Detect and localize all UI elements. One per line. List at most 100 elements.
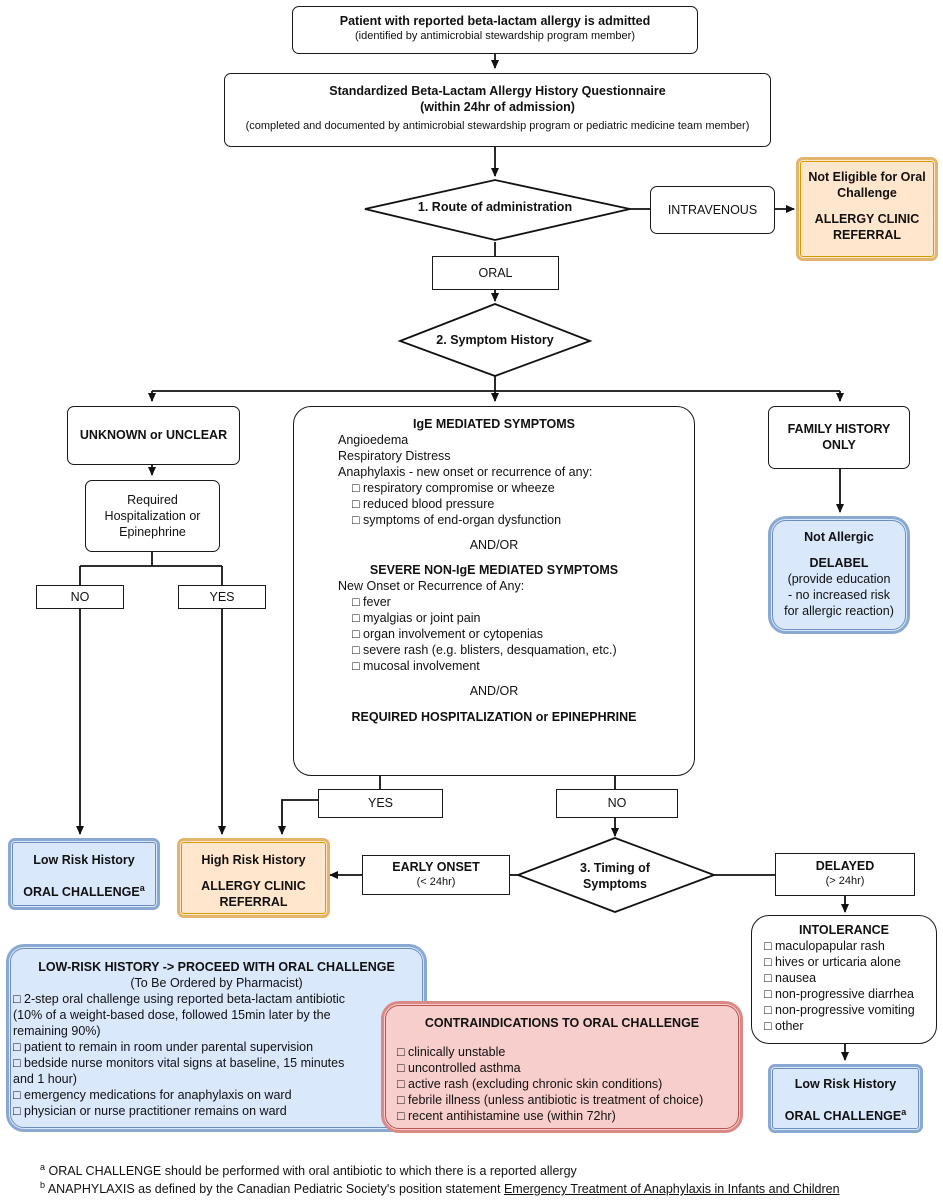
intravenous-label: INTRAVENOUS <box>667 203 758 217</box>
not-eligible-line4: REFERRAL <box>832 228 902 242</box>
ige-item-angioedema: Angioedema <box>338 433 409 447</box>
unknown-yes-label: YES <box>209 590 235 604</box>
intolerance-item: □ hives or urticaria alone <box>764 955 901 969</box>
severe-item: □ myalgias or joint pain <box>352 611 481 625</box>
intravenous-box: INTRAVENOUS <box>650 186 775 234</box>
proceed-line: remaining 90%) <box>13 1024 101 1038</box>
severe-item: □ organ involvement or cytopenias <box>352 627 543 641</box>
family-line2: ONLY <box>822 438 856 452</box>
not-eligible-line1: Not Eligible for Oral <box>808 170 926 184</box>
contraindication-item: □ clinically unstable <box>397 1045 506 1059</box>
footnote-b-mark: b <box>40 1180 46 1190</box>
contraindication-item: □ active rash (excluding chronic skin co… <box>397 1077 663 1091</box>
footnote-b: b ANAPHYLAXIS as defined by the Canadian… <box>40 1180 840 1196</box>
unknown-no-label: NO <box>70 590 90 604</box>
contraindication-item: □ recent antihistamine use (within 72hr) <box>397 1109 616 1123</box>
severe-item: □ fever <box>352 595 391 609</box>
early-onset-box: EARLY ONSET (< 24hr) <box>362 855 510 895</box>
proceed-line: and 1 hour) <box>13 1072 77 1086</box>
contraindication-item: □ uncontrolled asthma <box>397 1061 521 1075</box>
admit-subtitle: (identified by antimicrobial stewardship… <box>354 30 635 42</box>
early-onset-sub: (< 24hr) <box>416 876 456 888</box>
intolerance-item: □ other <box>764 1019 804 1033</box>
proceed-subtitle: (To Be Ordered by Pharmacist) <box>130 976 303 990</box>
admit-title: Patient with reported beta-lactam allerg… <box>339 14 651 28</box>
footnote-a: a ORAL CHALLENGE should be performed wit… <box>40 1162 577 1178</box>
not-eligible-line2: Challenge <box>837 186 897 200</box>
severe-item: □ severe rash (e.g. blisters, desquamati… <box>352 643 617 657</box>
severe-item: □ mucosal involvement <box>352 659 480 673</box>
oral-label: ORAL <box>478 266 513 280</box>
timing-label1: 3. Timing of <box>580 861 650 875</box>
low-risk-right-box: Low Risk History ORAL CHALLENGEa <box>768 1064 923 1133</box>
proceed-line: □ 2-step oral challenge using reported b… <box>13 992 346 1006</box>
intolerance-item: □ non-progressive diarrhea <box>764 987 914 1001</box>
questionnaire-box: Standardized Beta-Lactam Allergy History… <box>224 73 771 147</box>
delayed-box: DELAYED (> 24hr) <box>775 853 915 896</box>
ige-andor: AND/OR <box>469 538 519 552</box>
required-hosp-line1: Required <box>127 493 178 507</box>
ige-box: IgE MEDIATED SYMPTOMS Angioedema Respira… <box>293 406 695 776</box>
symptom-diamond-shape <box>397 303 593 377</box>
timing-diamond-shape <box>515 837 717 913</box>
proceed-line: (10% of a weight-based dose, followed 15… <box>13 1008 331 1022</box>
early-onset-label: EARLY ONSET <box>392 860 480 874</box>
proceed-title: LOW-RISK HISTORY -> PROCEED WITH ORAL CH… <box>38 960 395 974</box>
not-allergic-desc3: for allergic reaction) <box>784 604 894 618</box>
footnote-a-ref: a <box>139 883 145 893</box>
not-allergic-desc2: - no increased risk <box>787 588 891 602</box>
unknown-box: UNKNOWN or UNCLEAR <box>67 406 240 465</box>
contraindication-item: □ febrile illness (unless antibiotic is … <box>397 1093 704 1107</box>
timing-label2: Symptoms <box>583 877 647 891</box>
route-diamond-shape <box>364 179 631 241</box>
high-risk-action2: REFERRAL <box>219 895 288 909</box>
intolerance-box: INTOLERANCE □ maculopapular rash □ hives… <box>751 915 937 1044</box>
unknown-no-box: NO <box>36 585 124 609</box>
admit-box: Patient with reported beta-lactam allerg… <box>292 6 698 54</box>
footnote-a-mark: a <box>40 1162 46 1172</box>
symptom-diamond-label: 2. Symptom History <box>436 333 554 347</box>
ige-yes-label: YES <box>367 796 393 810</box>
footnote-a-ref: a <box>901 1107 907 1117</box>
ige-title: IgE MEDIATED SYMPTOMS <box>412 417 576 431</box>
contraindications-box: CONTRAINDICATIONS TO ORAL CHALLENGE □ cl… <box>381 1001 743 1133</box>
ige-item-respiratory: Respiratory Distress <box>338 449 451 463</box>
ige-sub-item: □ reduced blood pressure <box>352 497 495 511</box>
ige-yes-box: YES <box>318 789 443 818</box>
ige-sub-item: □ respiratory compromise or wheeze <box>352 481 555 495</box>
delayed-label: DELAYED <box>815 859 875 873</box>
questionnaire-title-2: (within 24hr of admission) <box>420 100 575 114</box>
footnote-b-text: ANAPHYLAXIS as defined by the Canadian P… <box>47 1182 504 1197</box>
not-eligible-box: Not Eligible for Oral Challenge ALLERGY … <box>796 157 938 261</box>
low-risk-right-title: Low Risk History <box>794 1077 897 1091</box>
high-risk-box: High Risk History ALLERGY CLINIC REFERRA… <box>177 838 330 918</box>
questionnaire-title: Standardized Beta-Lactam Allergy History… <box>329 84 666 98</box>
proceed-box: LOW-RISK HISTORY -> PROCEED WITH ORAL CH… <box>6 944 427 1132</box>
severe-title: SEVERE NON-IgE MEDIATED SYMPTOMS <box>369 563 619 577</box>
proceed-line: □ bedside nurse monitors vital signs at … <box>13 1056 345 1070</box>
low-risk-left-action: ORAL CHALLENGE <box>23 885 140 900</box>
ige-andor-2: AND/OR <box>469 684 519 698</box>
footnote-b-link[interactable]: Emergency Treatment of Anaphylaxis in In… <box>503 1182 840 1197</box>
required-hosp-box: Required Hospitalization or Epinephrine <box>85 480 220 552</box>
ige-no-box: NO <box>556 789 678 818</box>
questionnaire-subtitle: (completed and documented by antimicrobi… <box>245 120 750 132</box>
oral-box: ORAL <box>432 256 559 290</box>
ige-sub-item: □ symptoms of end-organ dysfunction <box>352 513 562 527</box>
not-allergic-action: DELABEL <box>809 556 869 570</box>
footnote-a-text: ORAL CHALLENGE should be performed with … <box>48 1164 577 1179</box>
intolerance-title: INTOLERANCE <box>798 923 890 937</box>
proceed-line: □ physician or nurse practitioner remain… <box>13 1104 287 1118</box>
family-line1: FAMILY HISTORY <box>787 422 891 436</box>
contraindications-title: CONTRAINDICATIONS TO ORAL CHALLENGE <box>424 1016 700 1030</box>
not-allergic-desc1: (provide education <box>787 572 891 586</box>
timing-diamond-label: 3. Timing of Symptoms <box>545 860 685 892</box>
delayed-sub: (> 24hr) <box>825 875 865 887</box>
unknown-yes-box: YES <box>178 585 266 609</box>
unknown-label: UNKNOWN or UNCLEAR <box>79 428 228 442</box>
high-risk-action1: ALLERGY CLINIC <box>201 879 306 893</box>
proceed-line: □ patient to remain in room under parent… <box>13 1040 314 1054</box>
ige-item-anaphylaxis: Anaphylaxis - new onset or recurrence of… <box>338 465 593 479</box>
not-allergic-box: Not Allergic DELABEL (provide education … <box>768 516 910 634</box>
ige-required: REQUIRED HOSPITALIZATION or EPINEPHRINE <box>351 710 637 724</box>
